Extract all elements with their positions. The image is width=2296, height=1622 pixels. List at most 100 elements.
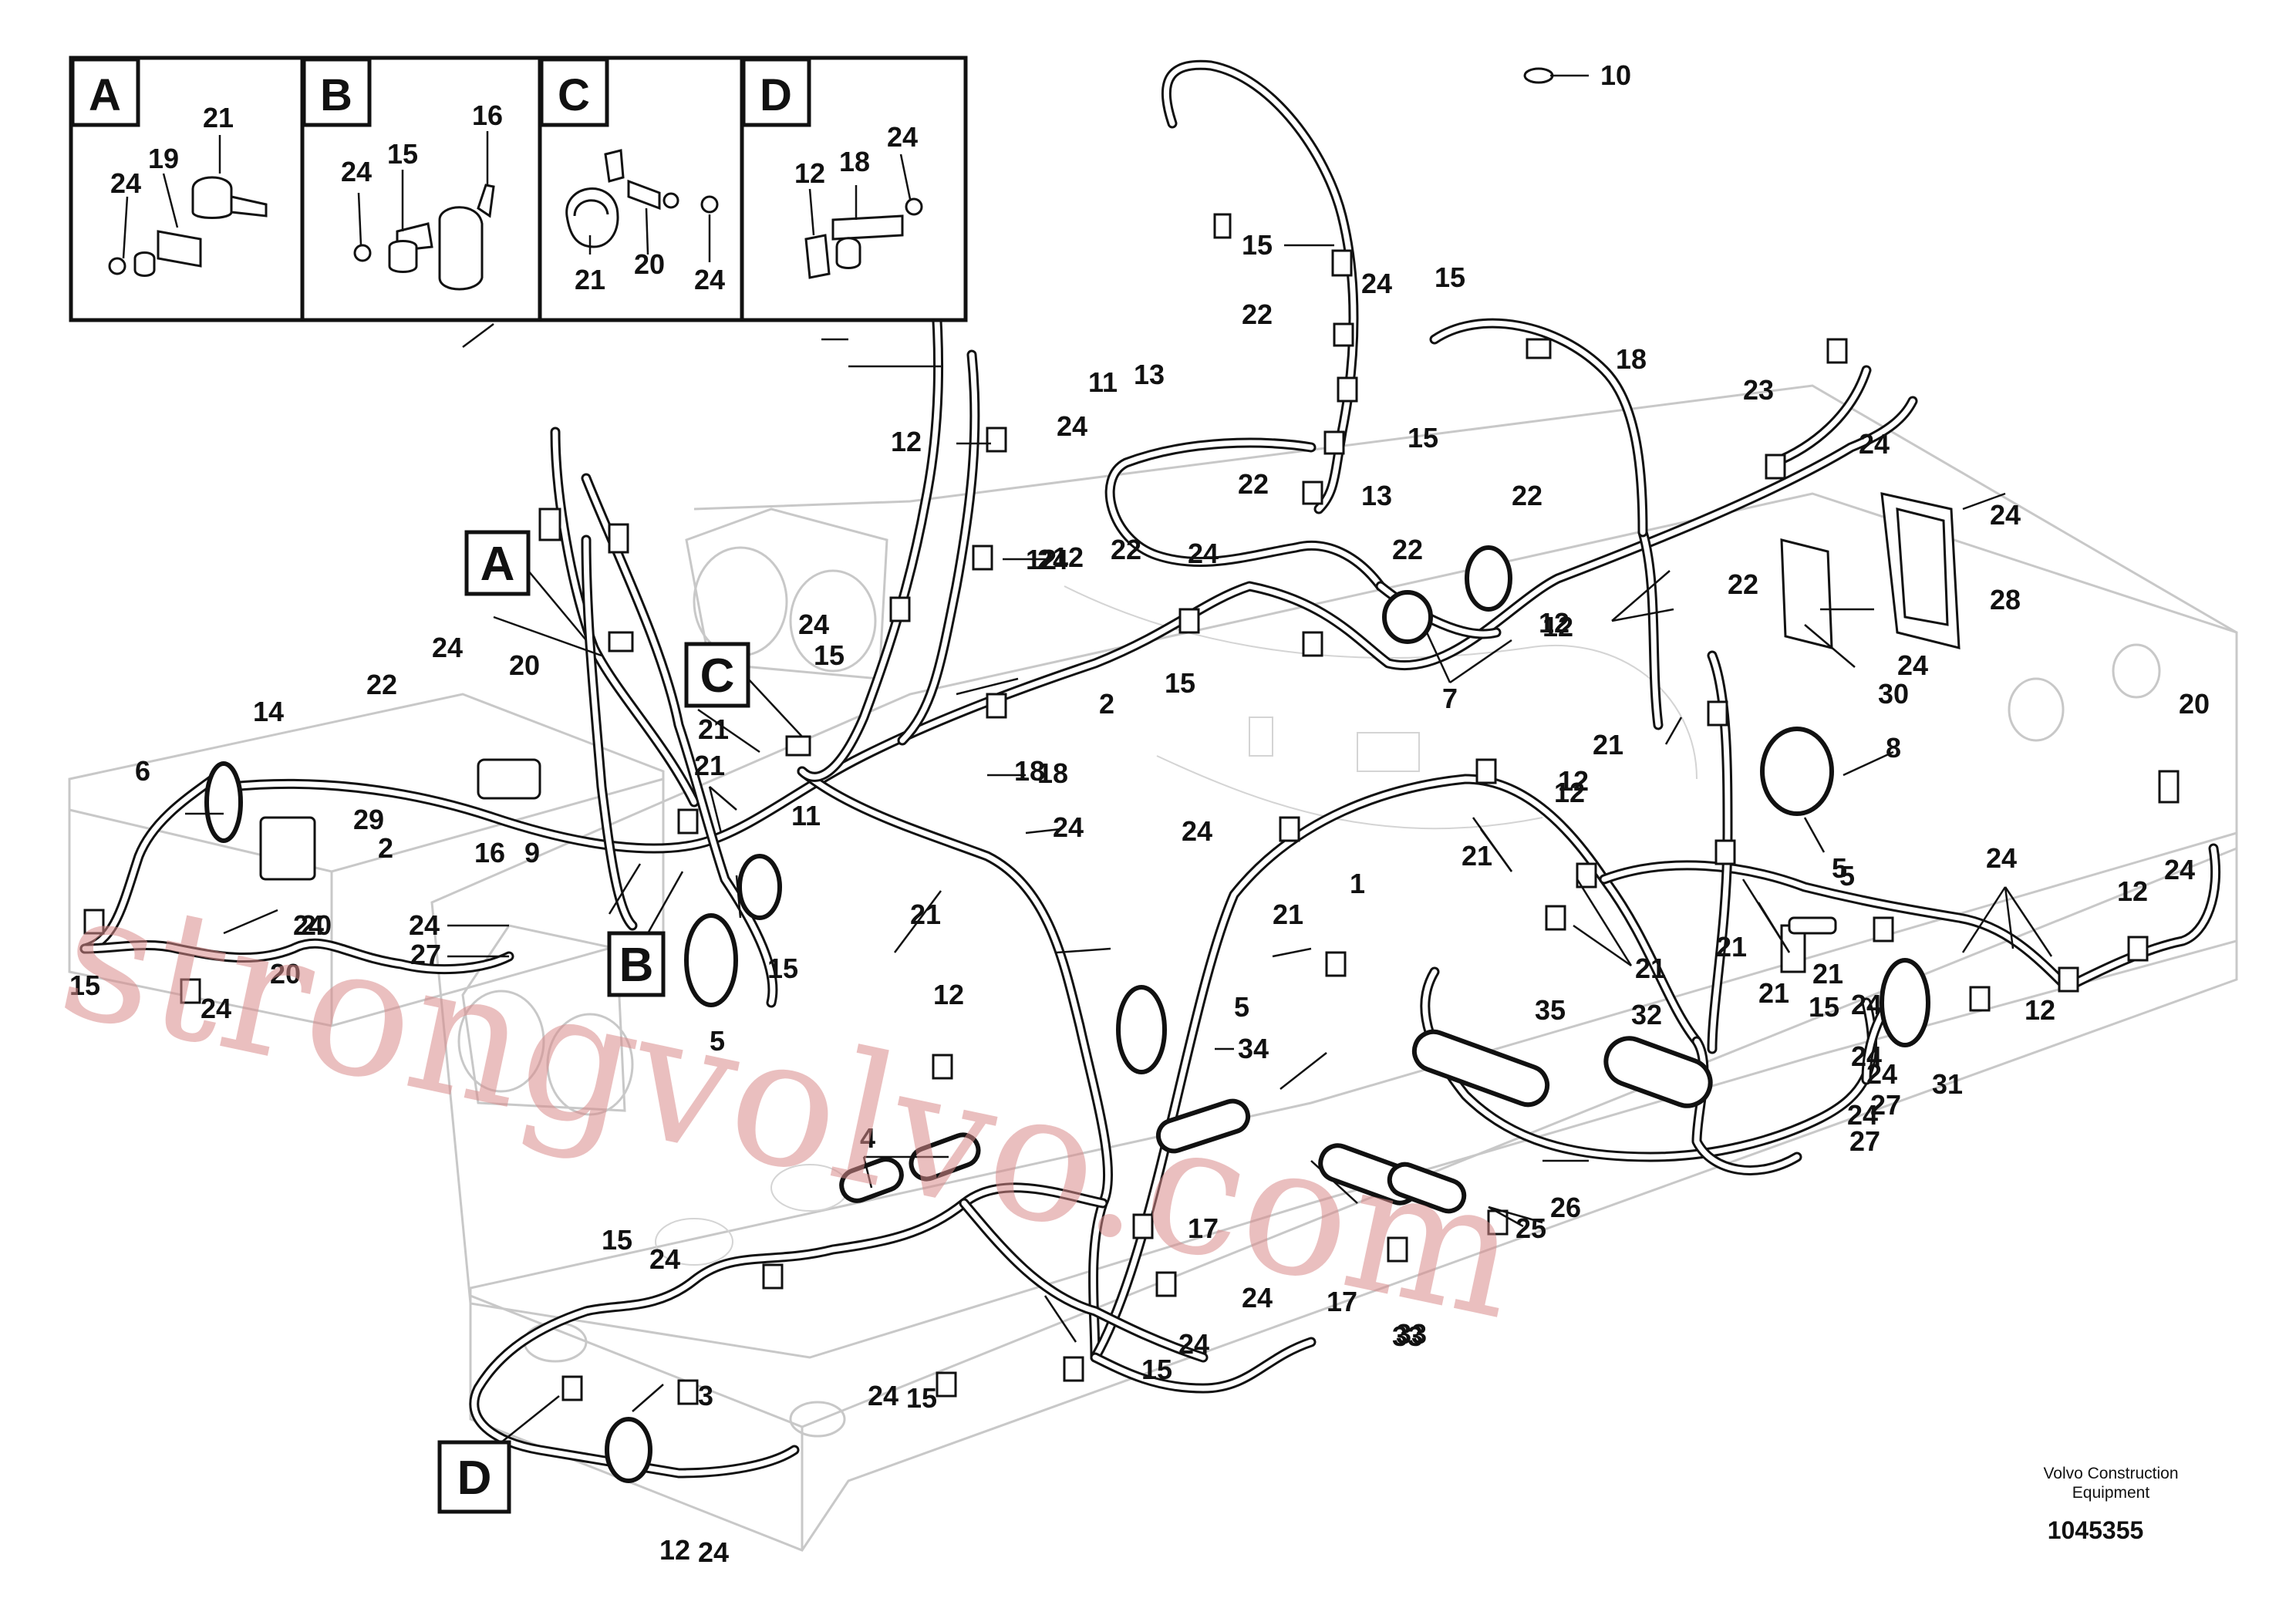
callout: 26 <box>1550 1192 1581 1223</box>
callout: 21 <box>1462 840 1492 872</box>
callout: 35 <box>1535 994 1566 1026</box>
callout: 24 <box>649 1243 680 1275</box>
callout: 23 <box>1743 374 1774 406</box>
callout: 20 <box>509 649 540 681</box>
callout: 21 <box>1593 729 1623 760</box>
credit-block: Volvo Construction Equipment 1045355 <box>2043 1465 2178 1544</box>
view-marker-b: B <box>619 939 654 992</box>
callout: 3 <box>698 1380 713 1411</box>
callout: 33 <box>1396 1318 1427 1350</box>
callout: 21 <box>1758 977 1789 1009</box>
inset-c-label-20: 20 <box>634 248 665 280</box>
callout: 24 <box>1182 815 1212 847</box>
callout: 27 <box>1849 1125 1880 1157</box>
callout: 11 <box>1088 366 1118 398</box>
credit-line-2: Equipment <box>2072 1484 2150 1502</box>
callout: 15 <box>1141 1354 1172 1385</box>
callout: 34 <box>1238 1033 1269 1064</box>
callout: 10 <box>1600 59 1631 91</box>
callout: 24 <box>409 909 440 941</box>
inset-b-label-16: 16 <box>472 99 503 131</box>
callout: 13 <box>1361 480 1392 511</box>
inset-panels: A B C D <box>69 56 968 322</box>
callout: 24 <box>432 632 463 663</box>
callout: 12 <box>1558 765 1589 797</box>
callout: 18 <box>1616 343 1647 375</box>
callout: 12 <box>659 1534 690 1566</box>
callout: 20 <box>301 909 332 941</box>
callout: 15 <box>906 1382 937 1414</box>
inset-d-letter: D <box>760 70 792 120</box>
callout: 24 <box>1866 1058 1897 1090</box>
callout: 22 <box>1238 468 1269 500</box>
inset-b-label-24: 24 <box>341 156 372 187</box>
callout: 13 <box>1134 359 1165 390</box>
callout: 24 <box>868 1380 899 1411</box>
callout: 9 <box>524 837 540 868</box>
callout: 20 <box>2179 688 2210 720</box>
callout: 16 <box>474 837 505 868</box>
callout: 12 <box>2117 875 2148 907</box>
callout: 24 <box>2164 854 2195 885</box>
callout: 30 <box>1878 678 1909 710</box>
grommets <box>204 545 1930 1483</box>
callout: 21 <box>1716 931 1747 963</box>
callout: 21 <box>1812 958 1843 990</box>
callout: 24 <box>1037 544 1068 575</box>
callout: 24 <box>1990 499 2021 531</box>
callout: 12 <box>1026 544 1057 575</box>
callout: 15 <box>1242 229 1273 261</box>
harnesses <box>79 59 2221 1479</box>
inset-d-label-24: 24 <box>887 121 918 153</box>
callout: 15 <box>1408 422 1438 454</box>
callout: 24 <box>1053 811 1084 843</box>
inset-a-label-24: 24 <box>110 167 141 199</box>
callout: 21 <box>910 899 941 930</box>
callout: 32 <box>1631 999 1662 1030</box>
callout: 24 <box>1851 1040 1882 1072</box>
callout: 5 <box>1234 991 1249 1023</box>
callout: 22 <box>366 669 397 700</box>
callout: 24 <box>698 1536 729 1568</box>
callout: 15 <box>1165 667 1195 699</box>
inset-c-label-24: 24 <box>694 264 725 295</box>
inset-d-label-12: 12 <box>794 157 825 189</box>
callout: 24 <box>1851 989 1882 1020</box>
callout: 24 <box>1986 842 2017 874</box>
callout: 29 <box>353 804 384 835</box>
callout: 14 <box>253 696 284 727</box>
callout: 27 <box>1870 1089 1901 1121</box>
callout: 2 <box>378 832 393 864</box>
callout: 21 <box>694 750 725 781</box>
callout: 24 <box>1242 1282 1273 1313</box>
leader-lines <box>185 74 2053 1412</box>
callout: 6 <box>135 755 150 787</box>
callout: 24 <box>1859 428 1890 460</box>
callout: 15 <box>767 953 798 984</box>
callout: 22 <box>1111 534 1141 565</box>
callout: 24 <box>1897 649 1928 681</box>
callout: 12 <box>933 979 964 1010</box>
callout: 21 <box>698 713 729 745</box>
callout: 12 <box>1554 777 1585 808</box>
callout: 22 <box>1728 568 1758 600</box>
callout: 4 <box>860 1122 875 1154</box>
view-marker-d: D <box>457 1452 492 1505</box>
callout: 24 <box>293 909 324 941</box>
callout: 12 <box>1539 607 1569 639</box>
callout: 11 <box>791 800 821 831</box>
callout: 33 <box>1392 1320 1423 1352</box>
callout: 25 <box>1515 1212 1546 1244</box>
callout: 5 <box>1832 852 1847 884</box>
callout: 24 <box>1188 538 1219 569</box>
callout: 5 <box>1839 860 1855 892</box>
callout: 28 <box>1990 584 2021 615</box>
callout: 17 <box>1327 1286 1357 1317</box>
credit-line-1: Volvo Construction <box>2043 1465 2178 1482</box>
callout: 24 <box>1847 1099 1878 1131</box>
callout: 15 <box>1435 261 1465 293</box>
document-number: 1045355 <box>2048 1516 2144 1544</box>
inset-b-letter: B <box>320 70 352 120</box>
callout: 12 <box>1542 611 1573 642</box>
